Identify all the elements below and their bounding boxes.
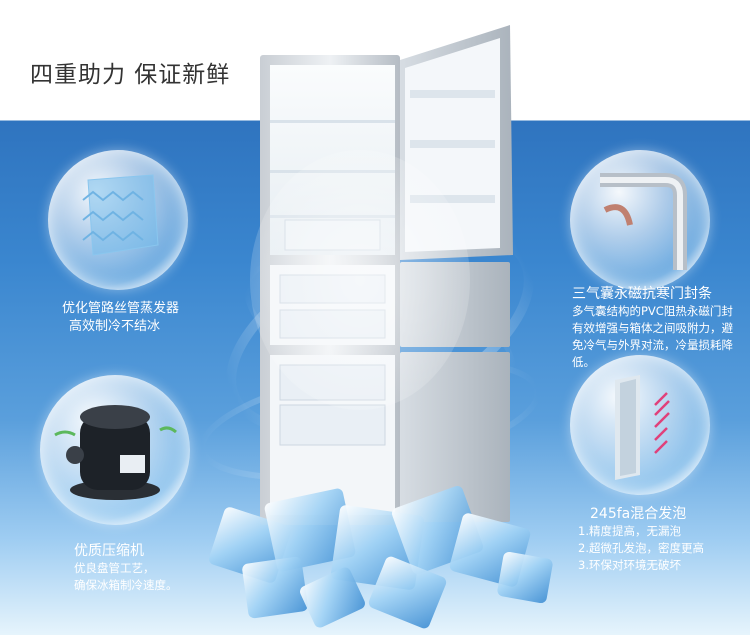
evaporator-line2: 高效制冷不结冰 [69, 319, 161, 334]
compressor-line1: 优良盘管工艺， [74, 561, 155, 575]
foam-line3: 3.环保对环境无破坏 [578, 558, 681, 572]
foam-bubble [570, 355, 710, 495]
evaporator-coil-icon [82, 174, 159, 256]
page-title: 四重助力 保证新鲜 [30, 62, 231, 88]
door-seal-title: 三气囊永磁抗寒门封条 [572, 286, 712, 302]
foam-caption: 245fa混合发泡 1.精度提高，无漏泡 2.超微孔发泡，密度更高 3.环保对环… [578, 505, 704, 574]
door-seal-bubble [570, 150, 710, 290]
door-gasket-icon [600, 173, 687, 270]
compressor-title: 优质压缩机 [74, 543, 144, 559]
evaporator-caption: 优化管路丝管蒸发器 高效制冷不结冰 [62, 300, 179, 336]
door-seal-line1: 多气囊结构的PVC阻热永磁门封 [572, 304, 733, 318]
door-seal-line3: 免冷气与外界对流，冷量损耗降 [572, 338, 733, 352]
compressor-bubble [40, 375, 190, 525]
foam-line1: 1.精度提高，无漏泡 [578, 524, 681, 538]
evaporator-line1: 优化管路丝管蒸发器 [62, 301, 180, 316]
compressor-icon [54, 405, 177, 500]
evaporator-bubble [48, 150, 188, 290]
door-seal-line4: 低。 [572, 355, 595, 369]
door-seal-line2: 有效增强与箱体之间吸附力，避 [572, 321, 733, 335]
foam-layer-icon [615, 375, 670, 480]
door-seal-caption: 三气囊永磁抗寒门封条 多气囊结构的PVC阻热永磁门封 有效增强与箱体之间吸附力，… [572, 285, 733, 371]
compressor-line2: 确保冰箱制冷速度。 [74, 578, 178, 592]
compressor-caption: 优质压缩机 优良盘管工艺， 确保冰箱制冷速度。 [74, 542, 178, 594]
foam-title: 245fa混合发泡 [590, 506, 687, 522]
foam-line2: 2.超微孔发泡，密度更高 [578, 541, 704, 555]
cold-mist [250, 150, 470, 410]
